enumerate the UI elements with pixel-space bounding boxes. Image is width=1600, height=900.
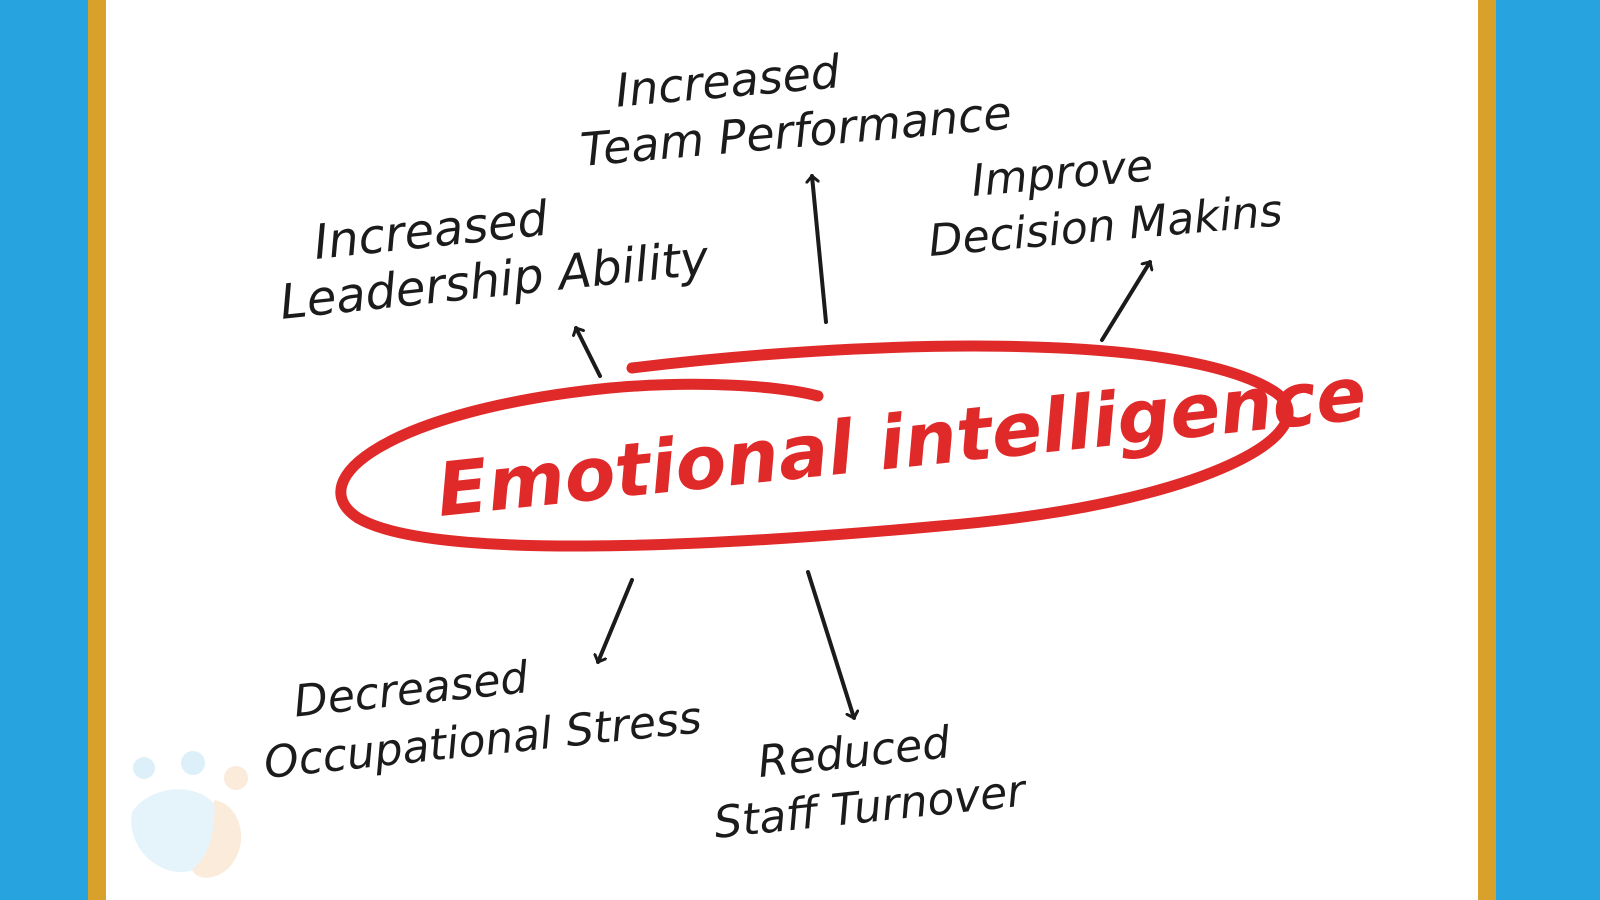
node-decision: Improve Decision Makins <box>927 140 1285 267</box>
people-logo-watermark <box>131 751 248 878</box>
center-ellipse <box>335 340 1294 552</box>
arrow-to-decision <box>1100 260 1150 342</box>
node-team: Increased Team Performance <box>578 44 1013 177</box>
arrow-to-turnover <box>806 570 854 720</box>
node-decision-line1: Improve <box>969 140 1155 207</box>
node-leadership: Increased Leadership Ability <box>277 191 712 331</box>
node-stress: Decreased Occupational Stress <box>262 652 704 789</box>
arrows <box>576 174 1150 720</box>
arrow-to-team <box>812 174 828 324</box>
arrow-to-stress <box>598 578 634 664</box>
node-turnover: Reduced Staff Turnover <box>712 717 1031 849</box>
center-label: Emotional intelligence <box>433 351 1370 534</box>
arrow-to-leadership <box>576 326 602 378</box>
